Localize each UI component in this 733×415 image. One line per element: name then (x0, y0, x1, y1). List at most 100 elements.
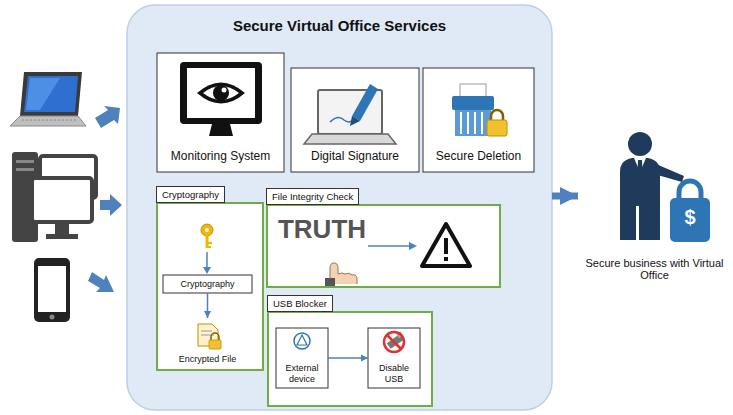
box-outline (276, 328, 328, 388)
laptop-icon (20, 72, 82, 116)
input-arrow (88, 106, 122, 292)
process-box: Cryptography (163, 275, 252, 293)
phone-icon (34, 258, 70, 322)
box-outline (291, 68, 419, 172)
node-label: External device (278, 363, 326, 384)
connector-arrow (207, 293, 209, 318)
node-label: Secure Deletion (426, 150, 531, 164)
integrity-arrow (368, 242, 417, 250)
signature-laptop-icon (350, 116, 360, 126)
node-label: Secure Virtual Office Services (131, 17, 548, 34)
no-usb-icon (384, 331, 404, 352)
hand-icon (325, 278, 335, 286)
shredder-lock-icon (460, 112, 462, 134)
signature-laptop-icon (304, 134, 396, 144)
device-box: Disable USB (368, 328, 420, 388)
box-outline (157, 53, 284, 172)
warning-triangle (422, 224, 470, 266)
desktop-icon (12, 152, 96, 242)
external-device-icon (294, 333, 310, 349)
file-item: Encrypted File (160, 318, 255, 366)
encrypted-file-icon (209, 340, 221, 349)
monitor-eye-icon (197, 83, 245, 104)
lock-icon (670, 198, 710, 242)
key-icon (208, 246, 211, 248)
warning-triangle (444, 257, 448, 261)
integrity-arrow (409, 242, 417, 250)
no-usb-icon (384, 332, 404, 352)
shredder-lock-icon (481, 112, 483, 134)
businessman-icon (620, 158, 660, 240)
node-label: Secure business with Virtual Office (580, 257, 729, 282)
businessman-icon (637, 160, 643, 188)
signature-laptop-icon (352, 84, 378, 121)
encrypted-file-icon (198, 324, 221, 349)
input-arrow (95, 106, 120, 128)
encrypted-file-icon (211, 333, 219, 340)
key-arrow (203, 252, 211, 274)
service-box: Digital Signature (291, 68, 419, 172)
laptop-icon (26, 78, 60, 110)
box-outline (368, 328, 420, 388)
business-node: Secure business with Virtual Office (578, 110, 731, 282)
key-arrow (203, 267, 211, 274)
integrity-arrow (368, 245, 410, 247)
connector-arrow (328, 357, 368, 359)
monitor-eye-icon (209, 124, 233, 136)
monitor-eye-icon (180, 62, 262, 136)
shredder-lock-icon (452, 96, 494, 110)
monitor-eye-icon (180, 62, 262, 124)
key-icon (208, 242, 212, 244)
laptop-icon (24, 76, 78, 112)
service-box: Monitoring System (157, 53, 284, 172)
desktop-icon (55, 222, 69, 234)
connector-arrow (552, 193, 578, 200)
desktop-icon (16, 160, 34, 163)
shredder-lock-icon (452, 84, 507, 136)
businessman-icon (654, 164, 684, 182)
monitor-eye-icon (187, 68, 255, 118)
laptop-icon (22, 120, 76, 121)
laptop-icon (10, 116, 86, 126)
hand-icon (325, 263, 357, 286)
businessman-icon (628, 132, 652, 156)
box-outline (157, 203, 263, 370)
key-icon (201, 224, 213, 236)
no-usb-icon (387, 335, 401, 349)
lock-icon (679, 181, 701, 200)
shredder-lock-icon (455, 110, 491, 136)
group-heading: File Integrity Check (266, 188, 359, 205)
phone-icon (38, 266, 66, 312)
laptop-icon (10, 72, 86, 126)
key-icon (201, 224, 213, 248)
external-device-icon (297, 335, 307, 345)
phone-icon (50, 315, 55, 320)
group-heading: Cryptography (156, 186, 225, 203)
monitor-eye-icon (213, 85, 229, 101)
phone-icon (34, 258, 70, 322)
group-box: External deviceDisable USBUSB Blocker (268, 312, 432, 406)
input-arrow (100, 194, 122, 216)
device-box: External device (276, 328, 328, 388)
businessman-icon (636, 206, 639, 240)
service-box: Secure Deletion (423, 68, 534, 172)
group-heading: USB Blocker (267, 295, 333, 312)
lock-icon (670, 181, 710, 242)
node-label: Digital Signature (294, 150, 416, 164)
box-outline (127, 5, 552, 410)
node-label: Cryptography (165, 279, 250, 289)
desktop-icon (46, 234, 78, 239)
currency-sign: $ (670, 206, 710, 228)
box-outline (423, 68, 534, 172)
desktop-icon (32, 178, 92, 222)
node-label: Disable USB (370, 363, 418, 384)
shredder-lock-icon (467, 112, 469, 134)
warning-triangle (444, 238, 448, 254)
box-outline (268, 312, 432, 406)
encrypted-file-icon (201, 331, 212, 332)
monitor-eye-icon (222, 88, 227, 93)
monitor-eye-icon (203, 86, 239, 100)
shredder-lock-icon (491, 110, 503, 121)
